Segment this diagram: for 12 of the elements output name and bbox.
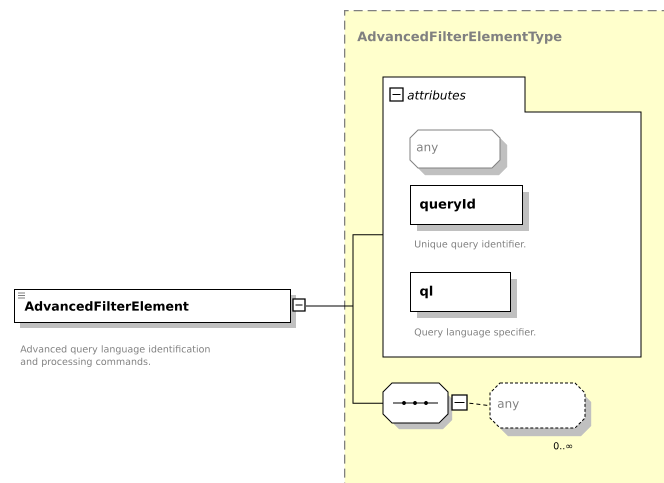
wildcard-octagon: any — [410, 130, 508, 176]
wildcard-element: any — [490, 382, 592, 436]
connector — [468, 402, 490, 406]
attribute-box: queryId — [410, 185, 529, 231]
occurrence-label: 0..∞ — [554, 442, 572, 450]
description-text: Advanced query language identification and processing commands. — [20, 345, 210, 367]
description-text: Query language specifier. — [414, 328, 536, 338]
sequence-octagon — [382, 382, 468, 430]
element-box: AdvancedFilterElement — [14, 289, 306, 328]
description-text: Unique query identifier. — [415, 240, 526, 250]
connector — [306, 306, 384, 404]
attribute-box: ql — [410, 272, 517, 318]
